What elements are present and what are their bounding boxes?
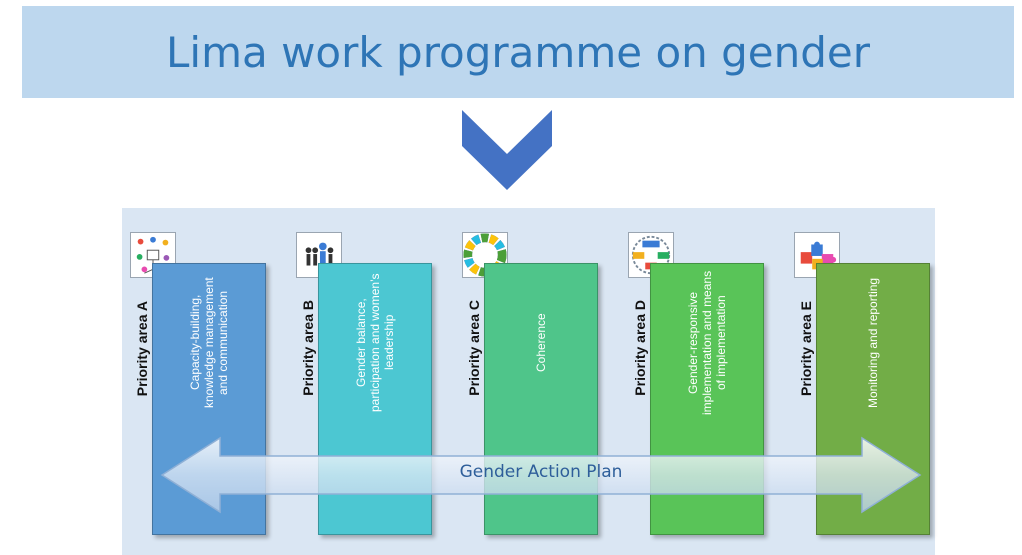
priority-area-a-text: Capacity-building, knowledge management … [188, 277, 230, 408]
priority-area-c-label: Priority area C [466, 300, 482, 396]
priority-area-a-label: Priority area A [134, 300, 150, 396]
priority-area-d-label: Priority area D [632, 300, 648, 396]
priority-area-b-text: Gender balance, participation and women’… [354, 273, 396, 412]
priority-area-c-text: Coherence [534, 313, 548, 372]
gender-action-plan-arrow [160, 436, 922, 514]
priority-area-d-text: Gender-responsive implementation and mea… [686, 270, 728, 415]
priority-area-e-text: Monitoring and reporting [866, 277, 880, 408]
title-banner: Lima work programme on gender [22, 6, 1014, 98]
page-title: Lima work programme on gender [166, 27, 870, 77]
chevron-down-icon [462, 110, 552, 190]
gender-action-plan-label: Gender Action Plan [459, 462, 623, 482]
priority-area-e-label: Priority area E [798, 301, 814, 396]
priority-area-b-label: Priority area B [300, 300, 316, 396]
brainstorm-icon [130, 232, 176, 278]
